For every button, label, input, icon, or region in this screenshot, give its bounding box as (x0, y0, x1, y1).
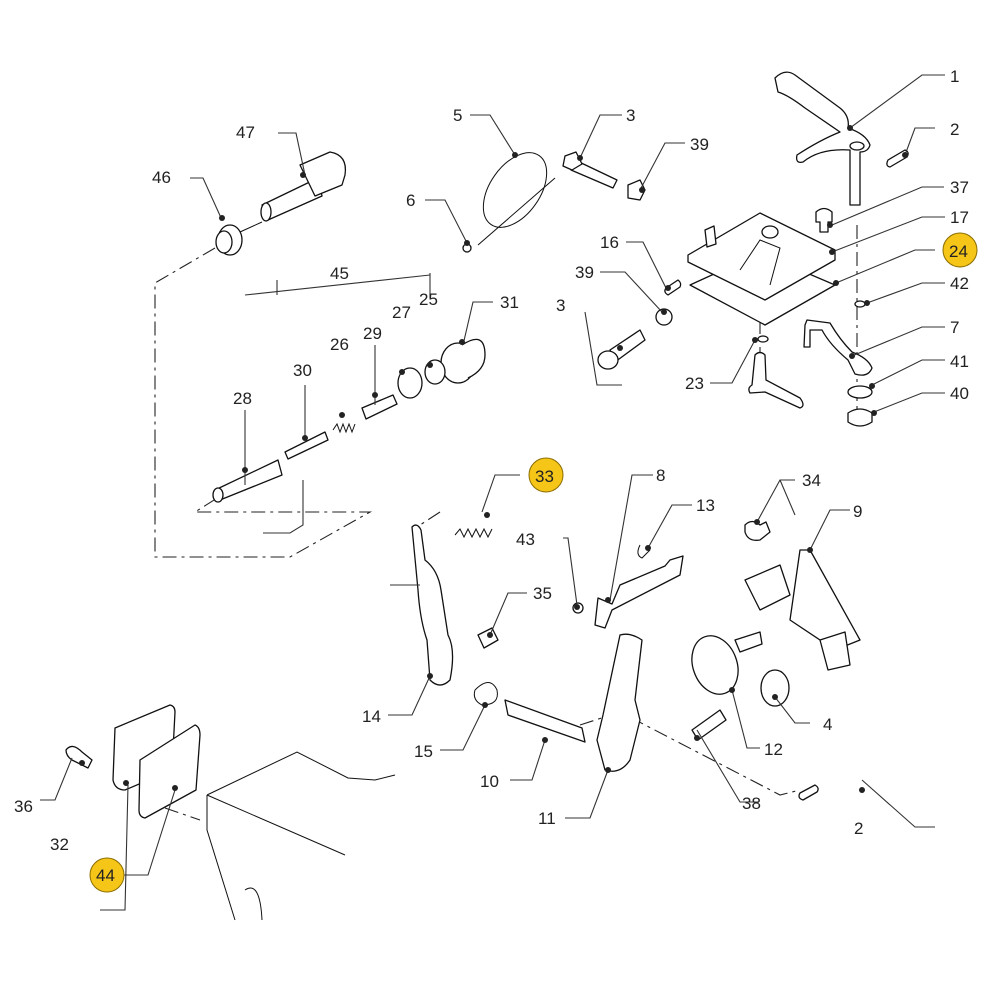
part-23-shaft (748, 351, 804, 409)
part-44-gasket (138, 724, 201, 819)
part-37-plug (815, 207, 833, 233)
callout-10[interactable]: 10 (480, 772, 499, 791)
callout-42[interactable]: 42 (950, 274, 969, 293)
callout-25[interactable]: 25 (419, 290, 438, 309)
callout-3[interactable]: 3 (626, 106, 635, 125)
callout-32[interactable]: 32 (50, 835, 69, 854)
callout-24[interactable]: 24 (949, 242, 968, 261)
part-5-o-ring (477, 152, 556, 246)
highlight-badge-24[interactable] (942, 232, 978, 268)
part-1-fork-lever (774, 71, 871, 206)
callout-28[interactable]: 28 (233, 389, 252, 408)
callout-7[interactable]: 7 (950, 318, 959, 337)
part-9-plate (744, 549, 861, 671)
housing-outline (206, 751, 396, 921)
callout-29[interactable]: 29 (363, 324, 382, 343)
part-4-roller (760, 669, 790, 707)
part-10-shaft (504, 699, 586, 743)
callout-41[interactable]: 41 (950, 352, 969, 371)
part-13-clip (637, 544, 651, 559)
callout-17[interactable]: 17 (950, 208, 969, 227)
callout-8[interactable]: 8 (656, 466, 665, 485)
part-36-screw (65, 745, 93, 769)
leader-dots (79, 125, 908, 793)
callout-34[interactable]: 34 (802, 471, 821, 490)
callout-39[interactable]: 39 (575, 263, 594, 282)
callout-9[interactable]: 9 (853, 502, 862, 521)
part-41-washer (847, 385, 873, 399)
part-47-banjo-bolt (260, 151, 347, 222)
callout-labels: 1 2 2 3 3 4 5 6 7 8 9 10 11 12 13 14 15 … (14, 67, 969, 885)
part-14-lever (411, 524, 454, 686)
callout-4[interactable]: 4 (823, 715, 832, 734)
part-7-arm (803, 319, 873, 376)
part-15-spring (473, 682, 498, 706)
callout-23[interactable]: 23 (685, 374, 704, 393)
callout-47[interactable]: 47 (236, 123, 255, 142)
callout-2[interactable]: 2 (950, 120, 959, 139)
part-27-washer (397, 367, 423, 399)
callout-2[interactable]: 2 (854, 819, 863, 838)
part-16-pin (664, 279, 682, 296)
part-34-bolt (744, 520, 771, 541)
part-3-bolt-top (562, 151, 618, 189)
part-39-nut-top (627, 179, 646, 201)
part-33-spring (454, 527, 493, 539)
callout-46[interactable]: 46 (152, 168, 171, 187)
callout-27[interactable]: 27 (392, 303, 411, 322)
callout-15[interactable]: 15 (414, 742, 433, 761)
callout-33[interactable]: 33 (535, 467, 554, 486)
highlight-badge-33[interactable] (528, 457, 564, 493)
callout-37[interactable]: 37 (950, 178, 969, 197)
callout-5[interactable]: 5 (453, 106, 462, 125)
part-30-pin (284, 431, 329, 460)
callout-14[interactable]: 14 (362, 707, 381, 726)
callout-44[interactable]: 44 (96, 866, 115, 885)
callout-12[interactable]: 12 (764, 740, 783, 759)
callout-35[interactable]: 35 (533, 584, 552, 603)
callout-3[interactable]: 3 (556, 296, 565, 315)
part-23-o-ring (757, 335, 769, 343)
callout-16[interactable]: 16 (600, 233, 619, 252)
callout-45[interactable]: 45 (330, 264, 349, 283)
callout-6[interactable]: 6 (406, 191, 415, 210)
callout-39[interactable]: 39 (690, 135, 709, 154)
part-8-bracket (594, 555, 684, 629)
callout-30[interactable]: 30 (293, 361, 312, 380)
callout-38[interactable]: 38 (742, 794, 761, 813)
part-26-spring (332, 422, 356, 434)
part-28-rod (212, 459, 283, 503)
callout-13[interactable]: 13 (696, 496, 715, 515)
highlight-badge-44[interactable] (89, 857, 125, 893)
callout-26[interactable]: 26 (330, 335, 349, 354)
callout-40[interactable]: 40 (950, 384, 969, 403)
part-17-housing (687, 212, 836, 301)
callout-31[interactable]: 31 (500, 293, 519, 312)
part-35-bolt (477, 627, 499, 649)
callout-36[interactable]: 36 (14, 797, 33, 816)
callout-1[interactable]: 1 (950, 67, 959, 86)
part-2-pin-bottom (798, 784, 819, 801)
part-12-disc (691, 631, 763, 695)
part-3-bolt-mid (597, 329, 646, 370)
part-46-washer (215, 221, 263, 256)
part-40-nut (847, 408, 873, 427)
part-11-lever (596, 633, 643, 772)
callout-43[interactable]: 43 (516, 530, 535, 549)
callout-11[interactable]: 11 (538, 809, 556, 828)
part-42-o-ring (854, 300, 866, 308)
leader-lines (40, 74, 945, 911)
part-31-cap (440, 338, 486, 384)
part-29-sleeve (361, 394, 398, 420)
